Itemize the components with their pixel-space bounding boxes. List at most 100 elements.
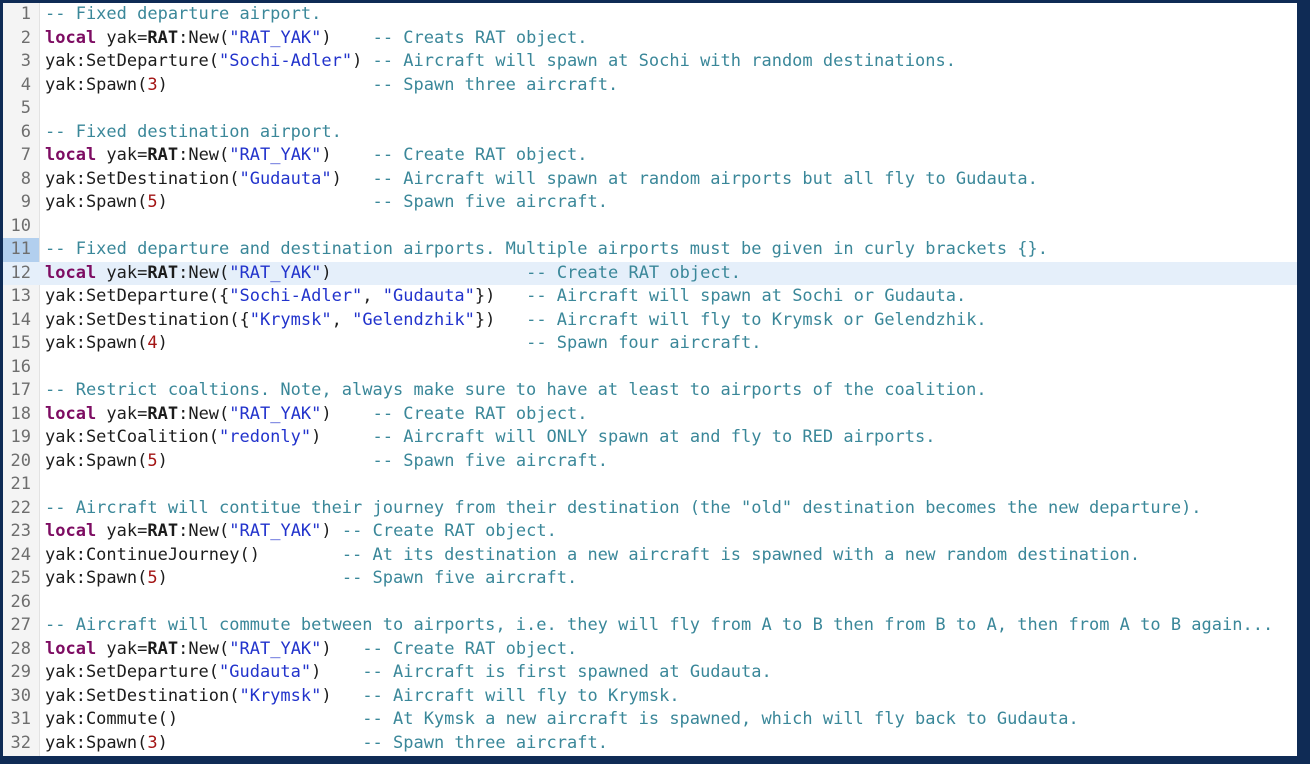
code-token: )	[321, 638, 363, 659]
code-text: local yak=RAT:New("RAT_YAK") -- Create R…	[39, 638, 577, 662]
code-token: yak=	[96, 638, 148, 659]
keyword-token: local	[45, 27, 97, 48]
code-line[interactable]: 12 local yak=RAT:New("RAT_YAK") -- Create…	[3, 261, 1297, 286]
line-number[interactable]: 21	[10, 474, 31, 494]
line-number[interactable]: 18	[10, 403, 31, 424]
line-number[interactable]: 28	[10, 638, 31, 659]
line-number[interactable]: 17	[10, 380, 31, 400]
string-token: "Gudauta"	[239, 168, 332, 189]
string-token: "RAT_YAK"	[229, 521, 322, 541]
line-number[interactable]: 25	[10, 568, 31, 588]
code-token: yak:Commute()	[45, 709, 363, 729]
line-number[interactable]: 32	[10, 732, 31, 753]
line-number[interactable]: 20	[10, 450, 31, 471]
code-line[interactable]: 6-- Fixed destination airport.	[3, 121, 1297, 145]
code-line[interactable]: 27 -- Aircraft will commute between to ai…	[3, 614, 1297, 638]
line-number[interactable]: 5	[20, 98, 31, 118]
code-line[interactable]: 16	[3, 356, 1297, 380]
line-number[interactable]: 9	[20, 192, 31, 212]
class-token: RAT	[147, 403, 179, 424]
line-number[interactable]: 27	[10, 615, 31, 635]
code-line[interactable]: 11 -- Fixed departure and destination air…	[3, 238, 1297, 262]
code-line[interactable]: 5	[3, 97, 1297, 121]
keyword-token: local	[45, 145, 97, 165]
code-text: yak:SetCoalition("redonly") -- Aircraft …	[39, 426, 935, 450]
code-text: -- Aircraft will commute between to airp…	[39, 614, 1273, 638]
line-number[interactable]: 13	[10, 286, 31, 306]
line-number[interactable]: 19	[10, 427, 31, 447]
line-number[interactable]: 4	[20, 74, 31, 95]
line-number[interactable]: 23	[10, 521, 31, 541]
keyword-token: local	[45, 262, 97, 283]
line-number[interactable]: 10	[10, 215, 31, 236]
comment-token: -- Aircraft will ONLY spawn at and fly t…	[372, 427, 936, 447]
code-line[interactable]: 19 yak:SetCoalition("redonly") -- Aircraf…	[3, 426, 1297, 450]
line-number[interactable]: 7	[20, 145, 31, 165]
string-token: "Sochi-Adler"	[219, 51, 353, 71]
code-token: yak:SetDestination({	[45, 309, 250, 330]
string-token: "Krymsk"	[249, 309, 332, 330]
string-token: "Gudauta"	[382, 286, 475, 306]
line-number[interactable]: 29	[10, 662, 31, 682]
code-line[interactable]: 21	[3, 473, 1297, 497]
line-number[interactable]: 16	[10, 356, 31, 377]
comment-token: -- Create RAT object.	[362, 638, 578, 659]
code-token: yak:SetCoalition(	[45, 427, 219, 447]
code-token: :New(	[178, 403, 230, 424]
line-number[interactable]: 26	[10, 591, 31, 612]
code-token: )	[157, 333, 527, 353]
code-token: )	[321, 27, 373, 48]
code-line[interactable]: 26	[3, 591, 1297, 615]
line-number[interactable]: 3	[20, 51, 31, 71]
code-line[interactable]: 22-- Aircraft will contitue their journe…	[3, 497, 1297, 521]
line-number[interactable]: 1	[20, 4, 31, 24]
code-token: ,	[362, 286, 383, 306]
line-number[interactable]: 6	[20, 121, 31, 142]
code-line[interactable]: 4 yak:Spawn(3) -- Spawn three aircraft.	[3, 74, 1297, 98]
code-text: yak:Spawn(3) -- Spawn three aircraft.	[39, 74, 618, 98]
code-line[interactable]: 10	[3, 215, 1297, 239]
line-number[interactable]: 30	[10, 685, 31, 706]
class-token: RAT	[147, 27, 179, 48]
comment-token: -- Fixed departure and destination airpo…	[45, 239, 1049, 259]
code-line[interactable]: 28 local yak=RAT:New("RAT_YAK") -- Create…	[3, 638, 1297, 662]
code-token: :New(	[178, 27, 230, 48]
line-number[interactable]: 15	[10, 333, 31, 353]
line-number[interactable]: 8	[20, 168, 31, 189]
comment-token: -- Aircraft will fly to Krymsk.	[362, 685, 680, 706]
code-token: yak:SetDestination(	[45, 168, 240, 189]
code-token: )	[157, 568, 342, 588]
comment-token: -- Aircraft will fly to Krymsk or Gelend…	[526, 309, 987, 330]
code-line[interactable]: 1 -- Fixed departure airport.	[3, 3, 1297, 27]
code-line[interactable]: 17-- Restrict coaltions. Note, always ma…	[3, 379, 1297, 403]
code-token: yak=	[96, 145, 148, 165]
code-text: -- Fixed departure airport.	[39, 3, 321, 27]
comment-token: -- Create RAT object.	[372, 145, 588, 165]
line-number[interactable]: 31	[10, 709, 31, 729]
line-number[interactable]: 24	[10, 544, 31, 565]
line-number[interactable]: 14	[10, 309, 31, 330]
line-number[interactable]: 2	[20, 27, 31, 48]
line-number[interactable]: 12	[10, 262, 31, 283]
line-number[interactable]: 22	[10, 497, 31, 518]
code-text: local yak=RAT:New("RAT_YAK") -- Create R…	[39, 262, 741, 286]
line-number[interactable]: 11	[3, 238, 39, 262]
code-token: yak:Spawn(	[45, 568, 148, 588]
